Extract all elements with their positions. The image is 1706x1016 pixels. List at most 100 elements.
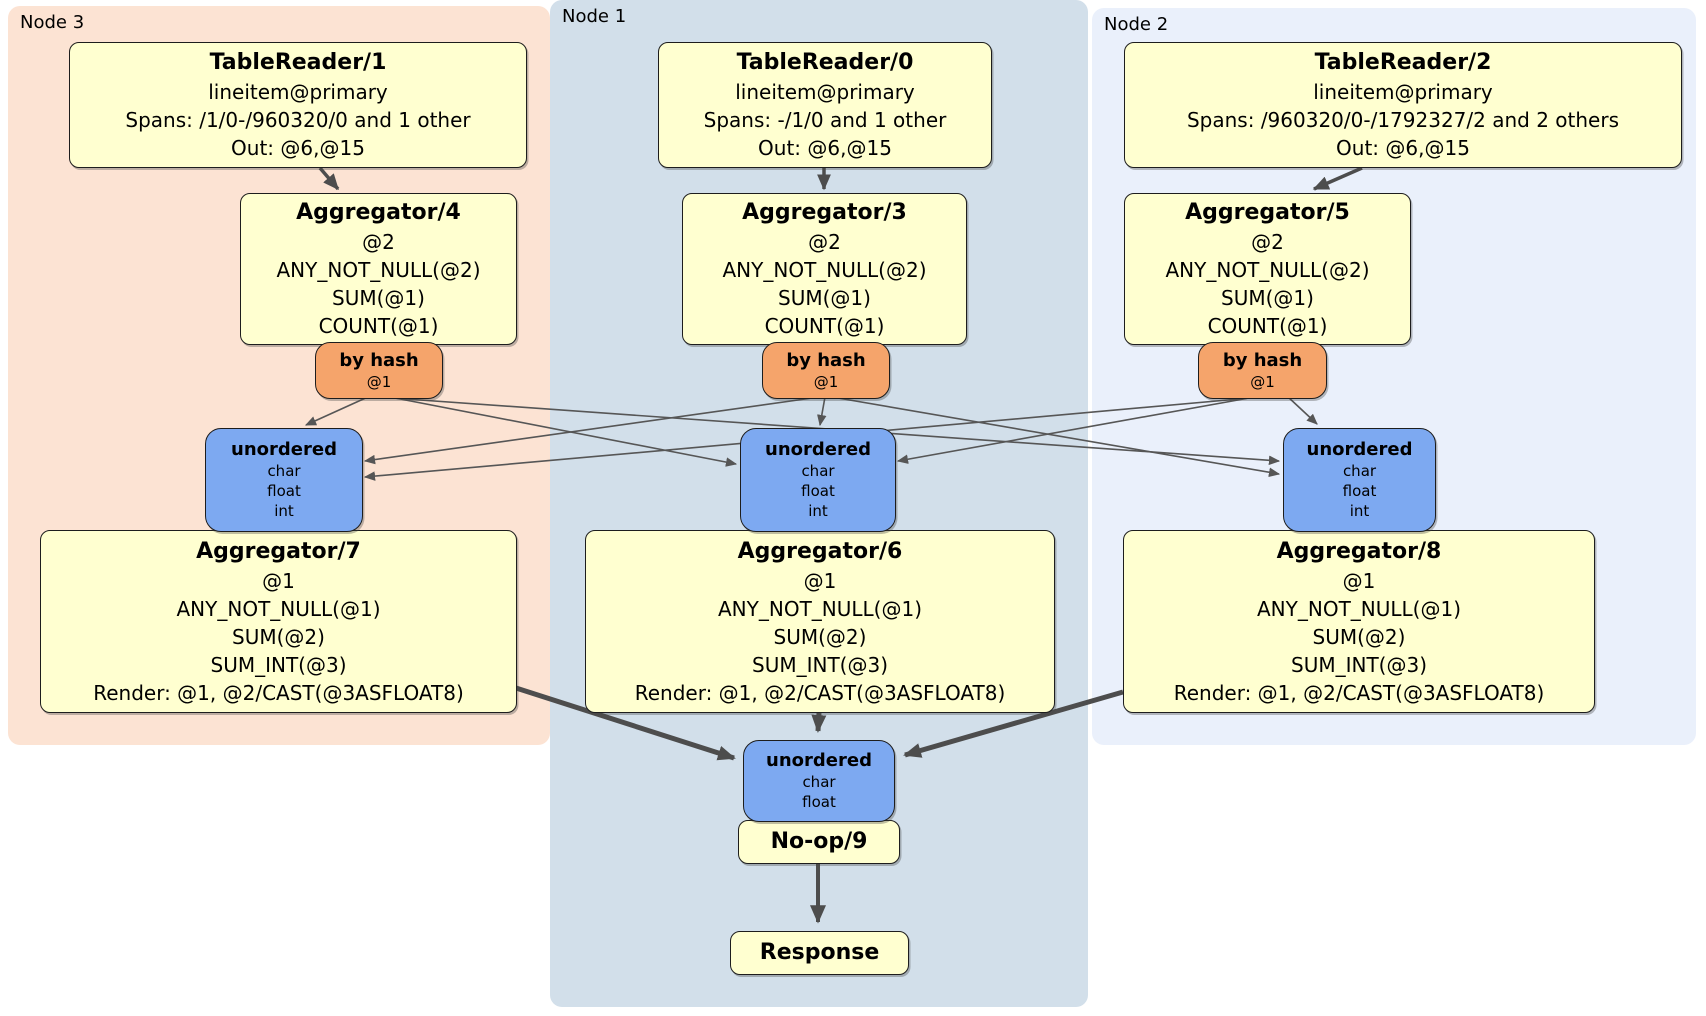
router-title: by hash: [786, 349, 866, 371]
box-line: SUM(@1): [332, 286, 425, 310]
box-line: SUM_INT(@3): [1291, 652, 1427, 677]
box-line: COUNT(@1): [1207, 314, 1328, 338]
router-title: by hash: [339, 349, 419, 371]
sync-line: char: [267, 462, 301, 480]
node1-label: Node 1: [562, 6, 627, 27]
box-line: lineitem@primary: [208, 80, 388, 104]
sync-unordered-right: unordered char float int: [1283, 428, 1436, 532]
router-line: @1: [813, 372, 839, 391]
box-title: TableReader/0: [736, 50, 914, 75]
router-line: @1: [366, 372, 392, 391]
sync-line: float: [802, 793, 836, 811]
edge: [811, 712, 827, 733]
edge: [363, 397, 813, 465]
box-title: No-op/9: [770, 829, 868, 854]
box-line: COUNT(@1): [764, 314, 885, 338]
tablereader-1-box: TableReader/1 lineitem@primary Spans: /1…: [69, 42, 527, 168]
edge: [903, 689, 1124, 758]
box-title: Aggregator/4: [296, 200, 461, 225]
aggregator-7-box: Aggregator/7 @1 ANY_NOT_NULL(@1) SUM(@2)…: [40, 530, 517, 713]
sync-title: unordered: [765, 439, 871, 460]
box-line: @2: [362, 230, 395, 254]
aggregator-5-box: Aggregator/5 @2 ANY_NOT_NULL(@2) SUM(@1)…: [1124, 193, 1411, 345]
box-line: Render: @1, @2/CAST(@3ASFLOAT8): [634, 680, 1006, 705]
box-title: Aggregator/8: [1276, 538, 1442, 564]
hash-router-right: by hash @1: [1198, 342, 1327, 399]
box-line: @1: [803, 568, 837, 593]
sync-line: char: [1342, 462, 1377, 480]
noop-box: No-op/9: [738, 820, 900, 864]
box-line: SUM(@1): [778, 286, 871, 310]
box-title: Aggregator/6: [737, 538, 903, 564]
box-line: SUM(@1): [1221, 286, 1314, 310]
edge: [896, 397, 1250, 464]
box-line: ANY_NOT_NULL(@1): [1257, 596, 1461, 621]
box-line: Out: @6,@15: [758, 136, 892, 160]
sync-line: float: [267, 482, 301, 500]
node3-label: Node 3: [20, 12, 85, 33]
box-line: COUNT(@1): [318, 314, 439, 338]
box-line: Out: @6,@15: [231, 136, 365, 160]
aggregator-4-box: Aggregator/4 @2 ANY_NOT_NULL(@2) SUM(@1)…: [240, 193, 517, 345]
sync-unordered-left: unordered char float int: [205, 428, 363, 532]
box-line: @1: [262, 568, 295, 593]
box-title: Aggregator/7: [196, 538, 361, 564]
router-title: by hash: [1222, 349, 1303, 371]
edge: [515, 685, 736, 761]
box-line: lineitem@primary: [1313, 80, 1493, 104]
edge: [389, 396, 738, 467]
box-line: Render: @1, @2/CAST(@3ASFLOAT8): [93, 680, 464, 705]
box-title: Aggregator/3: [742, 200, 907, 225]
box-line: lineitem@primary: [735, 80, 915, 104]
box-line: Spans: /1/0-/960320/0 and 1 other: [125, 108, 471, 132]
edge: [304, 395, 371, 426]
tablereader-2-box: TableReader/2 lineitem@primary Spans: /9…: [1124, 42, 1682, 168]
sync-line: char: [801, 462, 835, 480]
node2-label: Node 2: [1104, 14, 1169, 35]
sync-line: int: [1349, 502, 1370, 520]
tablereader-0-box: TableReader/0 lineitem@primary Spans: -/…: [658, 42, 992, 168]
box-line: Spans: -/1/0 and 1 other: [703, 108, 947, 132]
box-title: Response: [759, 940, 880, 965]
sync-title: unordered: [1306, 439, 1413, 460]
box-title: Aggregator/5: [1185, 200, 1350, 225]
box-line: @2: [1251, 230, 1284, 254]
hash-router-center: by hash @1: [762, 342, 890, 399]
box-line: SUM(@2): [1312, 624, 1406, 649]
edge: [1312, 166, 1363, 191]
sync-line: float: [1342, 482, 1377, 500]
box-title: TableReader/2: [1314, 50, 1492, 75]
hash-router-left: by hash @1: [315, 342, 443, 399]
box-line: SUM(@2): [773, 624, 867, 649]
sync-title: unordered: [231, 439, 337, 460]
edge: [1286, 395, 1318, 425]
box-line: ANY_NOT_NULL(@2): [722, 258, 927, 282]
sync-line: int: [808, 502, 828, 520]
sync-title: unordered: [766, 750, 872, 771]
box-title: TableReader/1: [209, 50, 387, 75]
sync-unordered-bottom: unordered char float: [743, 740, 895, 822]
aggregator-6-box: Aggregator/6 @1 ANY_NOT_NULL(@1) SUM(@2)…: [585, 530, 1055, 713]
sync-line: float: [801, 482, 835, 500]
sync-unordered-center: unordered char float int: [740, 428, 896, 532]
edge: [318, 166, 340, 191]
edge: [817, 396, 827, 427]
box-line: SUM_INT(@3): [752, 652, 888, 677]
box-line: SUM(@2): [232, 624, 325, 649]
box-line: SUM_INT(@3): [210, 652, 347, 677]
router-line: @1: [1250, 372, 1275, 391]
box-line: ANY_NOT_NULL(@2): [276, 258, 481, 282]
box-line: ANY_NOT_NULL(@1): [718, 596, 922, 621]
edge: [837, 397, 1281, 478]
sync-line: char: [802, 773, 836, 791]
aggregator-8-box: Aggregator/8 @1 ANY_NOT_NULL(@1) SUM(@2)…: [1123, 530, 1595, 713]
box-line: Render: @1, @2/CAST(@3ASFLOAT8): [1173, 680, 1545, 705]
sync-line: int: [274, 502, 294, 520]
box-line: ANY_NOT_NULL(@1): [176, 596, 381, 621]
aggregator-3-box: Aggregator/3 @2 ANY_NOT_NULL(@2) SUM(@1)…: [682, 193, 967, 345]
box-line: Out: @6,@15: [1336, 136, 1470, 160]
box-line: @2: [808, 230, 841, 254]
box-line: @1: [1342, 568, 1376, 593]
